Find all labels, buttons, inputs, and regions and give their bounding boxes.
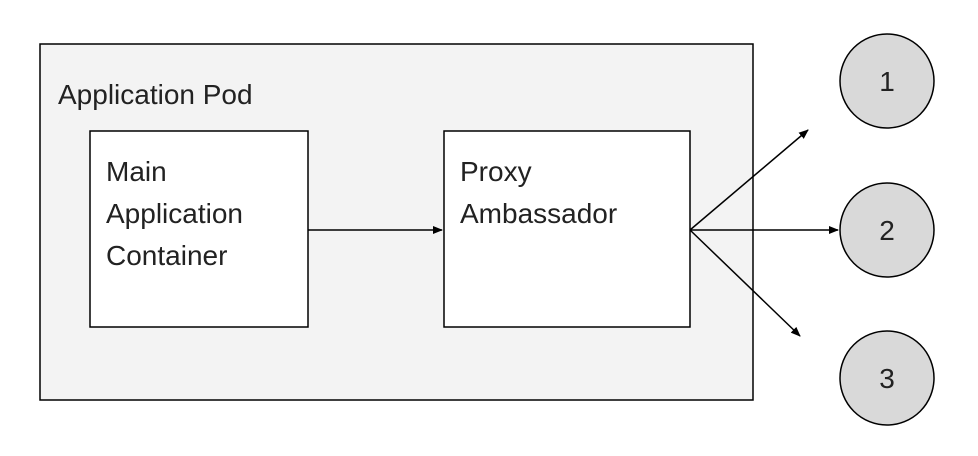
- service-label-3: 3: [879, 363, 895, 394]
- application-pod-label: Application Pod: [58, 79, 253, 110]
- main-container-label-line-2: Application: [106, 198, 243, 229]
- service-circle-1: [839, 33, 935, 129]
- proxy-ambassador: Proxy Ambassador: [443, 130, 691, 328]
- proxy-label-line-2: Ambassador: [460, 198, 617, 229]
- proxy-ambassador-box: [443, 130, 691, 328]
- service-node-1: 1: [839, 33, 935, 129]
- main-application-container-box: [89, 130, 309, 328]
- arrow-proxy-to-service-3: [689, 229, 801, 337]
- service-label-2: 2: [879, 215, 895, 246]
- main-container-label-line-3: Container: [106, 240, 227, 271]
- service-label-1: 1: [879, 66, 895, 97]
- main-container-label-line-1: Main: [106, 156, 167, 187]
- service-circle-3: [839, 330, 935, 426]
- main-application-container: Main Application Container: [89, 130, 309, 328]
- service-node-2: 2: [839, 182, 935, 278]
- service-node-3: 3: [839, 330, 935, 426]
- proxy-label-line-1: Proxy: [460, 156, 532, 187]
- service-circle-2: [839, 182, 935, 278]
- arrow-proxy-to-service-1: [689, 129, 809, 231]
